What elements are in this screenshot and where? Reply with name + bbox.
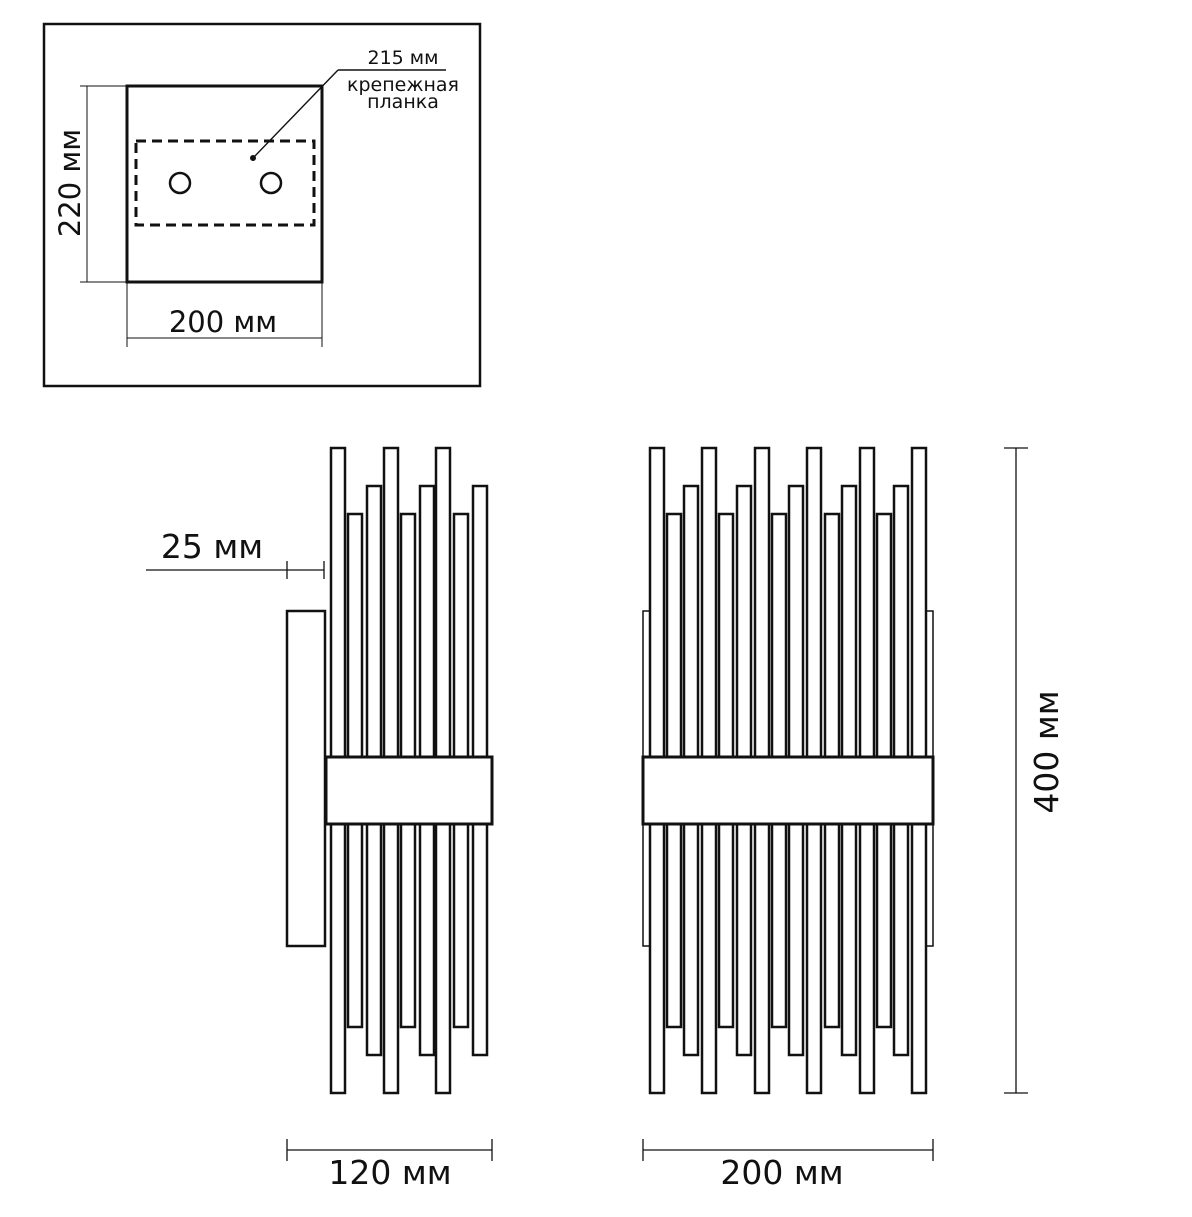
- front-view: 200 мм 400 мм: [641, 446, 1066, 1192]
- back-plate-outline: [125, 84, 324, 284]
- mounting-plate-dashed: [134, 139, 316, 227]
- screw-hole-left: [168, 171, 192, 195]
- inset-frame: [42, 22, 482, 388]
- inset-back-plate-view: 215 мм крепежная планка 220 мм 200 мм: [42, 22, 482, 388]
- side-view: 25 мм 120 мм: [146, 446, 494, 1192]
- inset-width-label: 200 мм: [169, 305, 277, 339]
- mounting-plate-caption-line2: планка: [367, 91, 439, 113]
- depth-label: 120 мм: [328, 1153, 451, 1192]
- mounting-plate-leader: [252, 69, 339, 159]
- mounting-plate-caption-line1: крепежная: [347, 74, 459, 96]
- front-center-band: [641, 755, 935, 826]
- screw-hole-right: [259, 171, 283, 195]
- inset-height-label: 220 мм: [53, 129, 87, 237]
- front-width-label: 200 мм: [720, 1153, 843, 1192]
- mounting-plate-width-label: 215 мм: [368, 47, 439, 69]
- mounting-plate-leader-dot: [250, 155, 256, 161]
- side-center-band: [324, 755, 494, 826]
- side-wall-mount: [285, 609, 327, 948]
- offset-label: 25 мм: [161, 527, 263, 566]
- front-height-label: 400 мм: [1027, 690, 1066, 813]
